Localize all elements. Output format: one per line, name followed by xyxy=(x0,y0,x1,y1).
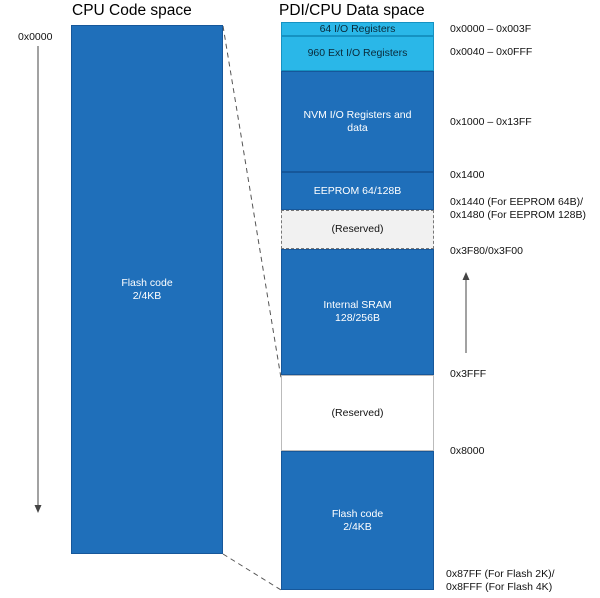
address-label: 0x1440 (For EEPROM 64B)/ xyxy=(450,196,584,208)
nvm-io-registers-block: NVM I/O Registers and data xyxy=(281,71,434,172)
eeprom-block: EEPROM 64/128B xyxy=(281,172,434,210)
address-label: 0x1000 – 0x13FF xyxy=(450,116,532,128)
address-label: 0x1400 xyxy=(450,169,485,181)
sram-label: Internal SRAM xyxy=(323,299,392,311)
pdi-cpu-data-space-title: PDI/CPU Data space xyxy=(279,2,425,19)
data-flash-code-block: Flash code 2/4KB xyxy=(281,451,434,590)
address-label: 0x8000 xyxy=(450,445,485,457)
upper-mapping-line xyxy=(222,25,282,379)
internal-sram-block: Internal SRAM 128/256B xyxy=(281,249,434,375)
cpu-flash-label: Flash code xyxy=(121,276,173,289)
ext-io-registers-block: 960 Ext I/O Registers xyxy=(281,36,434,71)
address-label: 0x8FFF (For Flash 4K) xyxy=(446,581,553,593)
io-registers-label: 64 I/O Registers xyxy=(319,22,396,35)
eeprom-label: EEPROM 64/128B xyxy=(313,184,402,197)
address-label: 0x3FFF xyxy=(450,368,487,380)
address-label: 0x3F80/0x3F00 xyxy=(450,245,523,257)
reserved-block-2: (Reserved) xyxy=(281,375,434,451)
nvm-io-label-line2: data xyxy=(347,121,368,134)
sram-address-arrow-head xyxy=(462,272,470,280)
io-registers-block: 64 I/O Registers xyxy=(281,22,434,36)
cpu-flash-code-block: Flash code 2/4KB xyxy=(71,25,223,554)
data-flash-size: 2/4KB xyxy=(343,520,372,533)
nvm-io-label-line1: NVM I/O Registers and xyxy=(303,108,412,121)
address-label: 0x1480 (For EEPROM 128B) xyxy=(450,209,586,221)
address-label: 0x0000 – 0x003F xyxy=(450,23,532,35)
sram-size: 128/256B xyxy=(335,312,380,324)
reserved-label-1: (Reserved) xyxy=(331,223,384,235)
address-label: 0x0040 – 0x0FFF xyxy=(450,46,533,58)
lower-mapping-line xyxy=(222,553,282,591)
data-flash-label: Flash code xyxy=(331,507,384,520)
cpu-address-arrow-head xyxy=(34,505,42,513)
cpu-start-address: 0x0000 xyxy=(18,31,53,43)
reserved-block-1: (Reserved) xyxy=(281,210,434,249)
address-label: 0x87FF (For Flash 2K)/ xyxy=(446,568,555,580)
reserved-label-2: (Reserved) xyxy=(331,406,384,419)
cpu-code-space-title: CPU Code space xyxy=(72,2,192,19)
cpu-flash-size: 2/4KB xyxy=(132,289,162,302)
ext-io-registers-label: 960 Ext I/O Registers xyxy=(307,47,408,59)
